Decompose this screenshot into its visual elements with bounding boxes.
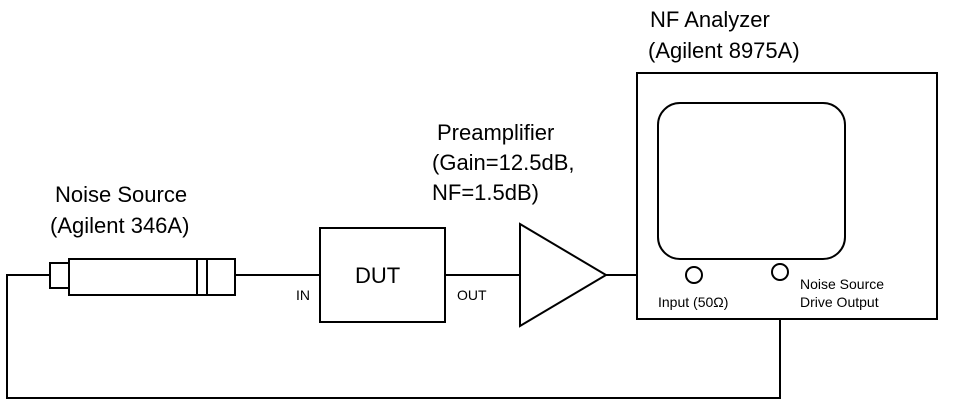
preamp-gain: (Gain=12.5dB,: [432, 150, 574, 175]
preamp-nf: NF=1.5dB): [432, 180, 539, 205]
dut-in-label: IN: [296, 287, 310, 303]
noise-source-device: [49, 258, 236, 296]
noise-source-left-connector: [49, 262, 70, 289]
nf-analyzer-screen: [657, 102, 846, 260]
dut-label: DUT: [355, 263, 400, 288]
noise-source-model: (Agilent 346A): [50, 213, 189, 238]
drive-cable: [6, 274, 781, 399]
dut-box: [319, 227, 446, 323]
noise-source-right-connector: [196, 258, 236, 296]
drive-output-port-icon: [771, 263, 789, 281]
nf-analyzer-name: NF Analyzer: [650, 7, 770, 32]
preamplifier-triangle: [519, 222, 608, 328]
drive-output-label-line2: Drive Output: [800, 294, 879, 310]
input-port-icon: [685, 266, 703, 284]
dut-out-label: OUT: [457, 287, 487, 303]
nf-analyzer-model: (Agilent 8975A): [648, 38, 800, 63]
noise-source-body: [68, 258, 198, 296]
preamp-name: Preamplifier: [437, 120, 554, 145]
input-port-label: Input (50Ω): [658, 294, 728, 310]
drive-output-label-line1: Noise Source: [800, 276, 884, 292]
noise-source-name: Noise Source: [55, 182, 187, 207]
